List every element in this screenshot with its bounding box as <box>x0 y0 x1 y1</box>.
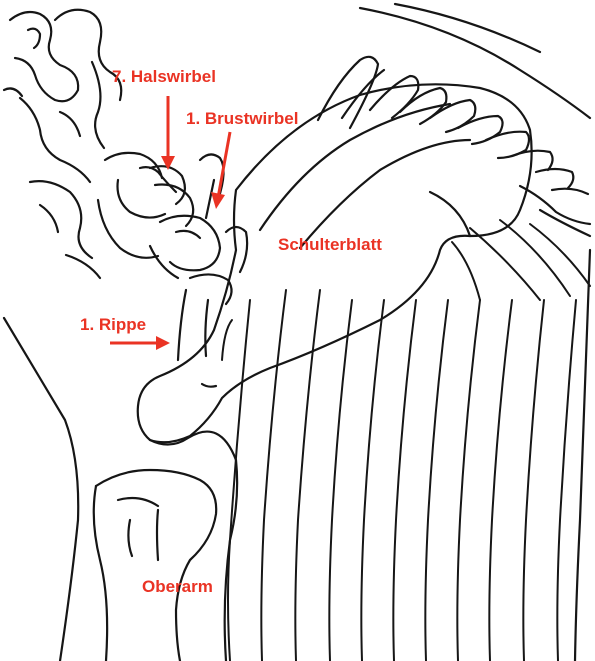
body-contour-top-inner <box>395 4 540 52</box>
first-rib <box>178 290 186 360</box>
label-rippe: 1. Rippe <box>80 315 146 334</box>
scapula <box>138 84 532 442</box>
ribs <box>222 220 590 661</box>
label-schulterblatt: Schulterblatt <box>278 235 382 254</box>
label-arrows <box>110 96 230 350</box>
label-oberarm: Oberarm <box>142 577 213 596</box>
label-brustwirbel: 1. Brustwirbel <box>186 109 298 128</box>
first-rib-inner <box>205 300 208 356</box>
label-halswirbel: 7. Halswirbel <box>112 67 216 86</box>
arrow-brustwirbel <box>211 132 230 209</box>
vertebra-cluster <box>150 154 247 304</box>
cervical-vertebrae <box>4 10 193 278</box>
humerus <box>94 432 237 661</box>
right-body-contour <box>575 250 590 661</box>
arrow-rippe <box>110 336 170 350</box>
arrow-halswirbel <box>161 96 175 170</box>
left-skin-contour <box>4 318 78 661</box>
